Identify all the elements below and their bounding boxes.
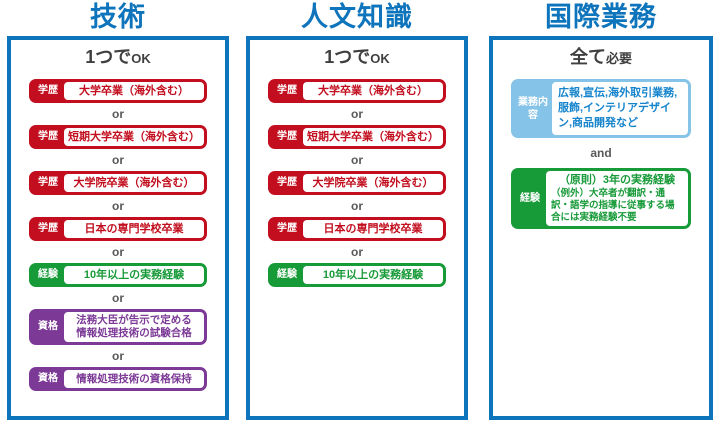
item-category-label: 学歴 (38, 177, 58, 188)
item-text-line: 10年以上の実務経験 (83, 268, 185, 281)
item-text: （原則）3年の実務経験 （例外）大卒者が翻訳・通訳・語学の指導に従事する場合には実… (546, 171, 688, 226)
requirement-item: 資格 情報処理技術の資格保持 (29, 367, 207, 391)
item-text: 大学卒業（海外含む） (303, 82, 443, 100)
item-category-label: 学歴 (277, 131, 297, 142)
item-text: 短期大学卒業（海外含む） (64, 128, 204, 146)
subtitle-main: 1つで (85, 47, 132, 67)
column-title-gijutsu: 技術 (90, 2, 146, 32)
item-category-label: 経験 (38, 269, 58, 280)
connector-or: or (112, 291, 124, 305)
item-text-line: 情報処理技術の資格保持 (76, 372, 192, 385)
item-text-line: 短期大学卒業（海外含む） (68, 130, 200, 143)
item-text-line: 大学院卒業（海外含む） (73, 176, 195, 189)
subtitle-sub: 必要 (605, 51, 632, 66)
subtitle-sub: OK (370, 51, 390, 66)
item-text-exception: （例外）大卒者が翻訳・通訳・語学の指導に従事する場合には実務経験不要 (551, 188, 675, 223)
column-subtitle: 1つでOK (11, 45, 225, 70)
item-text: 日本の専門学校卒業 (64, 220, 204, 238)
connector-or: or (351, 107, 363, 121)
item-text: 10年以上の実務経験 (64, 266, 204, 284)
item-text: 大学院卒業（海外含む） (303, 174, 443, 192)
connector-and: and (590, 146, 612, 160)
item-category-label: 学歴 (277, 177, 297, 188)
requirement-item: 業務内容広報,宣伝,海外取引業務,服飾,インテリアデザイン,商品開発など (511, 79, 691, 138)
item-text-line: 法務大臣が告示で定める (76, 314, 192, 326)
item-text-line: 10年以上の実務経験 (322, 268, 424, 281)
items-container-kokusai-gyomu: 業務内容広報,宣伝,海外取引業務,服飾,インテリアデザイン,商品開発など and 経… (493, 70, 709, 229)
requirement-item: 経験 （原則）3年の実務経験 （例外）大卒者が翻訳・通訳・語学の指導に従事する場合に… (511, 168, 691, 229)
item-text-line: 日本の専門学校卒業 (323, 222, 423, 235)
item-category-label: 学歴 (277, 223, 297, 234)
requirement-item: 学歴 大学卒業（海外含む） (268, 79, 446, 103)
requirement-item: 経験 10年以上の実務経験 (268, 263, 446, 287)
requirement-item: 経験 10年以上の実務経験 (29, 263, 207, 287)
item-category-label: 経験 (277, 269, 297, 280)
subtitle-main: 全て (569, 47, 606, 67)
subtitle-main: 1つで (324, 47, 371, 67)
item-text: 情報処理技術の資格保持 (64, 370, 204, 388)
column-subtitle: 全て必要 (493, 45, 709, 70)
item-text: 法務大臣が告示で定める情報処理技術の試験合格 (64, 312, 204, 342)
requirement-item: 学歴 日本の専門学校卒業 (268, 217, 446, 241)
item-text-line: 情報処理技術の試験合格 (76, 327, 192, 339)
requirement-item: 資格法務大臣が告示で定める情報処理技術の試験合格 (29, 309, 207, 345)
column-box-kokusai-gyomu: 全て必要 業務内容広報,宣伝,海外取引業務,服飾,インテリアデザイン,商品開発な… (489, 36, 713, 420)
item-text: 日本の専門学校卒業 (303, 220, 443, 238)
requirement-item: 学歴 大学院卒業（海外含む） (268, 171, 446, 195)
column-kokusai-gyomu: 国際業務 全て必要 業務内容広報,宣伝,海外取引業務,服飾,インテリアデザイン,… (489, 0, 713, 420)
connector-or: or (351, 199, 363, 213)
item-text-line: 日本の専門学校卒業 (84, 222, 184, 235)
requirement-item: 学歴短期大学卒業（海外含む） (29, 125, 207, 149)
item-category-label: 学歴 (277, 85, 297, 96)
item-text: 広報,宣伝,海外取引業務,服飾,インテリアデザイン,商品開発など (552, 82, 688, 135)
item-text: 10年以上の実務経験 (303, 266, 443, 284)
item-text-line: 大学院卒業（海外含む） (312, 176, 434, 189)
item-text: 短期大学卒業（海外含む） (303, 128, 443, 146)
connector-or: or (112, 153, 124, 167)
item-category-label: 業務内容 (518, 96, 548, 121)
item-category-label: 学歴 (38, 85, 58, 96)
item-text-line: 大学卒業（海外含む） (79, 84, 189, 97)
item-category-label: 資格 (38, 373, 58, 384)
subtitle-sub: OK (131, 51, 151, 66)
item-text: 大学院卒業（海外含む） (64, 174, 204, 192)
requirement-item: 学歴短期大学卒業（海外含む） (268, 125, 446, 149)
connector-or: or (112, 107, 124, 121)
item-category-label: 学歴 (38, 131, 58, 142)
connector-or: or (351, 153, 363, 167)
requirement-item: 学歴 日本の専門学校卒業 (29, 217, 207, 241)
connector-or: or (112, 349, 124, 363)
item-text: 大学卒業（海外含む） (64, 82, 204, 100)
connector-or: or (351, 245, 363, 259)
item-category-label: 経験 (520, 192, 540, 204)
item-text-line: 大学卒業（海外含む） (318, 84, 428, 97)
requirement-item: 学歴 大学院卒業（海外含む） (29, 171, 207, 195)
requirement-item: 学歴 大学卒業（海外含む） (29, 79, 207, 103)
item-category-label: 学歴 (38, 223, 58, 234)
item-text-line: 広報,宣伝,海外取引業務,服飾,インテリアデザイン,商品開発など (558, 87, 678, 129)
connector-or: or (112, 199, 124, 213)
column-subtitle: 1つでOK (250, 45, 464, 70)
column-title-kokusai-gyomu: 国際業務 (545, 2, 657, 32)
item-text-principle: （原則）3年の実務経験 (558, 174, 676, 186)
column-title-jinbun-chishiki: 人文知識 (301, 2, 413, 32)
item-text-line: 短期大学卒業（海外含む） (307, 130, 439, 143)
connector-or: or (112, 245, 124, 259)
item-category-label: 資格 (38, 321, 58, 332)
